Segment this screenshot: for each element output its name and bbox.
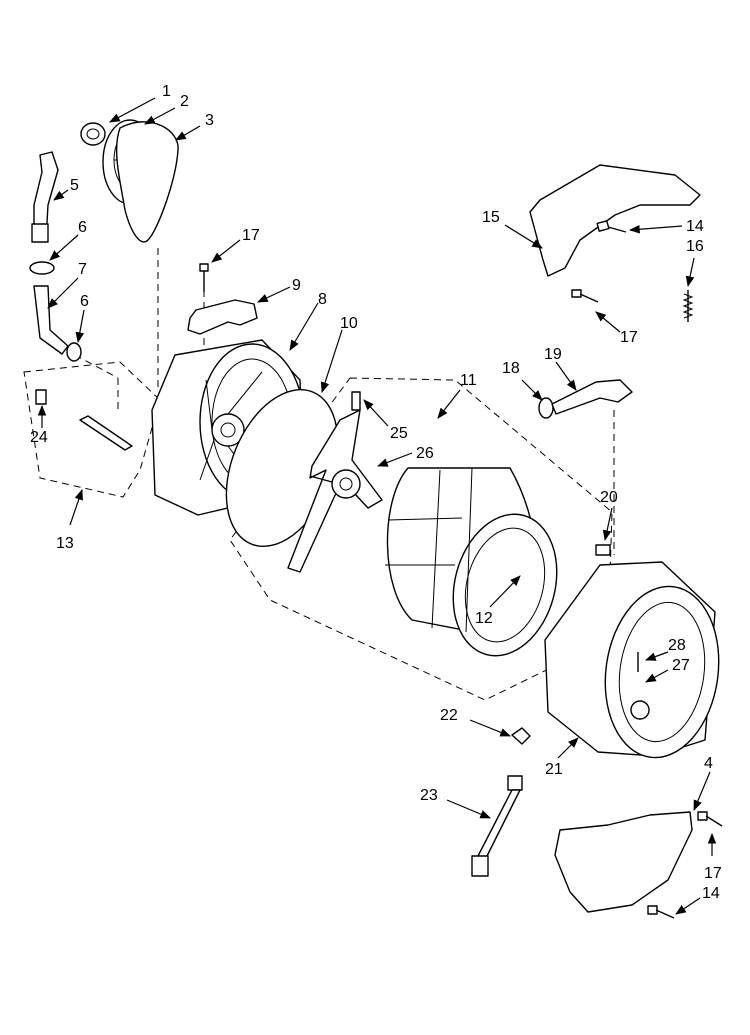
callout-2: 2 bbox=[180, 93, 189, 110]
sensor-24 bbox=[35, 389, 47, 405]
leader-27 bbox=[645, 669, 669, 683]
callout-12: 12 bbox=[475, 610, 493, 627]
leader-19 bbox=[555, 361, 577, 391]
counterweight bbox=[529, 164, 701, 277]
screw-17-mid bbox=[571, 289, 599, 303]
heater-13 bbox=[79, 415, 133, 451]
hose-clamp-ring-lower bbox=[66, 342, 82, 362]
leader-12 bbox=[489, 575, 521, 608]
leader-10 bbox=[320, 329, 343, 394]
callout-11: 11 bbox=[460, 372, 477, 389]
callout-27: 27 bbox=[672, 657, 690, 674]
wash-basket bbox=[385, 467, 558, 657]
callout-6b: 6 bbox=[80, 293, 89, 310]
clip-22 bbox=[511, 727, 531, 745]
callout-21: 21 bbox=[545, 761, 563, 778]
callout-14b: 14 bbox=[702, 885, 720, 902]
screw-14-upper bbox=[596, 220, 627, 233]
leader-7 bbox=[47, 277, 79, 309]
drive-belt bbox=[115, 121, 179, 243]
callout-6a: 6 bbox=[78, 219, 87, 236]
leader-1 bbox=[109, 97, 156, 123]
leader-11 bbox=[437, 389, 461, 419]
leader-4 bbox=[693, 771, 711, 811]
callout-10: 10 bbox=[340, 315, 358, 332]
damper bbox=[471, 775, 523, 877]
leader-14a bbox=[628, 224, 683, 234]
leader-22 bbox=[469, 719, 512, 737]
callout-16: 16 bbox=[686, 238, 704, 255]
callout-15: 15 bbox=[482, 209, 500, 226]
callout-20: 20 bbox=[600, 489, 618, 506]
leader-2 bbox=[144, 107, 176, 125]
screw-17-lower bbox=[697, 811, 723, 827]
callout-3: 3 bbox=[205, 112, 214, 129]
callout-22: 22 bbox=[440, 707, 458, 724]
leader-18 bbox=[521, 379, 543, 401]
leader-3 bbox=[175, 125, 201, 141]
leader-13 bbox=[69, 488, 83, 526]
bolt-25 bbox=[351, 391, 361, 411]
leader-16 bbox=[685, 257, 695, 288]
leader-9 bbox=[257, 286, 291, 303]
callout-4: 4 bbox=[704, 755, 713, 772]
dash-line-hose bbox=[74, 354, 119, 379]
callout-23: 23 bbox=[420, 787, 438, 804]
leader-6b bbox=[75, 309, 85, 344]
callout-9: 9 bbox=[292, 277, 301, 294]
callout-18: 18 bbox=[502, 360, 520, 377]
callout-13: 13 bbox=[56, 535, 74, 552]
leader-17a bbox=[211, 239, 241, 263]
callout-28: 28 bbox=[668, 637, 686, 654]
bellows-clamp bbox=[538, 397, 554, 419]
leader-23 bbox=[446, 799, 491, 819]
callout-24: 24 bbox=[30, 429, 48, 446]
leader-28 bbox=[644, 651, 669, 661]
callout-7: 7 bbox=[78, 261, 87, 278]
callout-1: 1 bbox=[162, 83, 171, 100]
callout-17c: 17 bbox=[704, 865, 722, 882]
callout-5: 5 bbox=[70, 177, 79, 194]
corrugated-drain-hose bbox=[33, 285, 69, 355]
leader-25 bbox=[363, 399, 389, 427]
callout-8: 8 bbox=[318, 291, 327, 308]
lower-tub-bracket bbox=[554, 811, 693, 913]
callout-25: 25 bbox=[390, 425, 408, 442]
mounting-bracket bbox=[187, 299, 258, 335]
leader-6a bbox=[49, 234, 79, 261]
callout-14a: 14 bbox=[686, 218, 704, 235]
leader-8 bbox=[289, 302, 319, 351]
callout-19: 19 bbox=[544, 346, 562, 363]
leader-20 bbox=[602, 507, 613, 542]
assembly-outline-13 bbox=[23, 361, 161, 498]
callout-17b: 17 bbox=[620, 329, 638, 346]
bellows-hose bbox=[551, 379, 633, 415]
leader-17b bbox=[595, 311, 621, 333]
screw-17-upper bbox=[199, 263, 209, 292]
callout-17a: 17 bbox=[242, 227, 260, 244]
suspension-spring bbox=[682, 290, 694, 322]
drain-hose-clamp bbox=[31, 223, 49, 243]
screw-14-lower bbox=[647, 905, 675, 919]
leader-15 bbox=[504, 224, 543, 249]
leader-5 bbox=[53, 189, 69, 201]
callout-26: 26 bbox=[416, 445, 434, 462]
leader-26 bbox=[376, 452, 413, 467]
front-tub bbox=[544, 561, 720, 759]
spider-shaft bbox=[309, 475, 333, 483]
leader-21 bbox=[557, 737, 579, 759]
clip-20 bbox=[595, 544, 611, 556]
hose-clamp-ring bbox=[29, 261, 55, 275]
leader-14b bbox=[675, 897, 701, 915]
pulley-nut bbox=[80, 122, 106, 146]
